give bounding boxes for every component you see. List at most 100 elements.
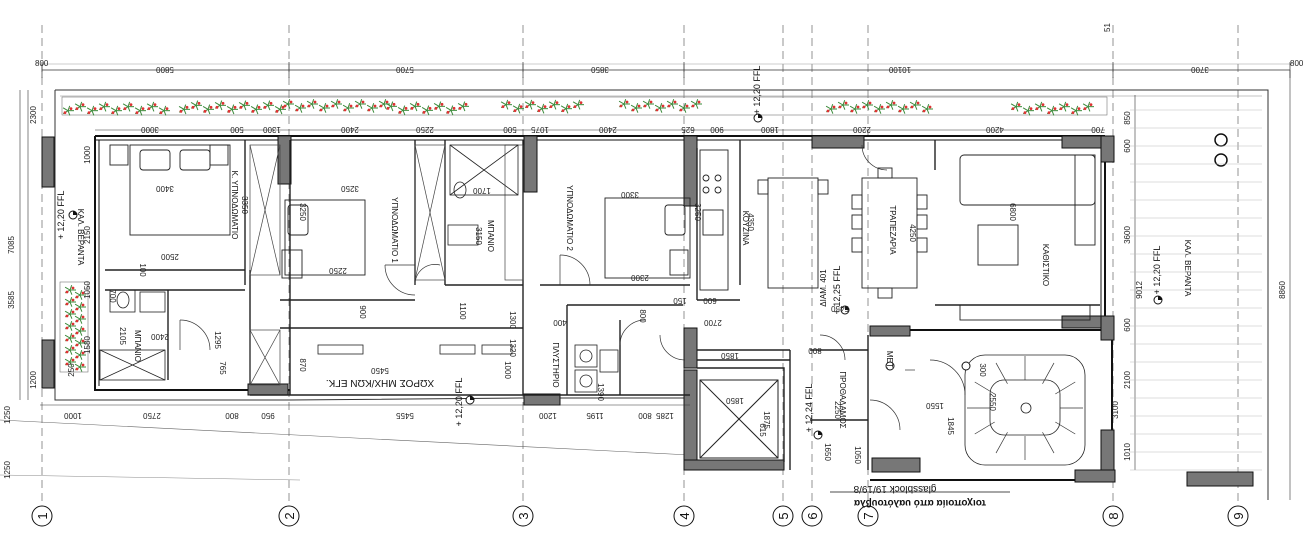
dimension-label: 2250 (833, 401, 842, 419)
plant-icon (74, 338, 86, 348)
note-glassblock: glassblock 19/19/8 (853, 483, 936, 494)
plant-icon (512, 103, 524, 114)
plant-icon (74, 101, 86, 112)
plant-symbols (62, 99, 1094, 372)
plant-icon (134, 105, 146, 116)
bed-1 (281, 199, 366, 279)
plant-icon (678, 103, 690, 113)
plant-icon (909, 100, 921, 110)
label-bath-1-dim: 3150 (474, 227, 483, 245)
axis-bubble-7: 7 (857, 505, 879, 527)
svg-text:2100: 2100 (1123, 371, 1132, 389)
bed-master (109, 144, 231, 236)
dimension-label: 1295 (213, 331, 222, 349)
dimension-label: 3250 (693, 203, 702, 221)
plant-icon (238, 100, 250, 111)
plant-icon (897, 104, 909, 114)
plant-icon (74, 290, 86, 300)
label-kitchen: ΚΟΥΖΙΝΑ (741, 211, 750, 246)
dimension-label: 800 (638, 411, 652, 420)
axis-bubble-5: 5 (772, 505, 794, 527)
dimension-label: 800 (808, 346, 822, 355)
plant-icon (190, 100, 202, 111)
plant-icon (630, 103, 642, 113)
dimension-label: 700 (108, 289, 117, 303)
plant-icon (457, 101, 469, 112)
svg-text:2150: 2150 (83, 226, 92, 244)
dimension-label: 700 (1091, 125, 1105, 134)
dimension-label: 1320 (508, 339, 517, 357)
notes: glassblock 19/19/8 τοιχοποιία από υαλότο… (830, 483, 1010, 508)
svg-text:2: 2 (282, 512, 297, 519)
plant-icon (74, 362, 86, 372)
dimension-label: 1100 (458, 302, 467, 320)
svg-text:7: 7 (861, 512, 876, 519)
dimension-label: 2400 (599, 125, 617, 134)
columns (41, 135, 1254, 487)
dimension-label: 1875 (762, 411, 771, 429)
svg-text:5: 5 (776, 512, 791, 519)
svg-text:1200: 1200 (29, 371, 38, 389)
dimension-label: 2750 (143, 411, 161, 420)
dimension-label: 4350 (746, 213, 755, 231)
plant-icon (825, 104, 837, 114)
dimension-label: 1285 (656, 411, 674, 420)
dimension-label: 3000 (141, 125, 159, 134)
dimension-label: 1075 (531, 125, 549, 134)
svg-text:800: 800 (35, 59, 49, 68)
label-apartment: ΔΙΑΜ. 401 (819, 269, 828, 307)
plant-icon (64, 321, 76, 331)
plant-icon (654, 103, 666, 113)
plant-icon (64, 345, 76, 355)
dimension-label: 100 (138, 263, 147, 277)
dimension-label: 2550 (988, 393, 997, 411)
svg-text:5700: 5700 (396, 65, 414, 74)
svg-text:3850: 3850 (591, 65, 609, 74)
dimension-label: 765 (218, 361, 227, 375)
plant-icon (62, 105, 74, 116)
svg-text:6: 6 (805, 512, 820, 519)
label-living: ΚΑΘΙΣΤΙΚΟ (1041, 244, 1050, 286)
exterior-walls (94, 135, 1113, 481)
svg-text:8860: 8860 (1278, 281, 1287, 299)
plant-icon (110, 105, 122, 116)
svg-text:600: 600 (1123, 318, 1132, 332)
label-lobby: ΠΡΟΘΑΛΑΜΟΣ (838, 371, 847, 428)
plant-icon (1022, 105, 1034, 116)
planter-strip (59, 96, 1108, 373)
dimension-label: 1700 (473, 186, 491, 195)
dimension-label: 3400 (156, 184, 174, 193)
svg-text:1250: 1250 (3, 406, 12, 424)
level-lobby: + 12,24 FFL (804, 384, 814, 433)
dimension-label: 900 (358, 305, 367, 319)
svg-text:3585: 3585 (7, 291, 16, 309)
svg-text:1580: 1580 (83, 336, 92, 354)
plant-icon (560, 103, 572, 114)
plant-icon (64, 297, 76, 307)
dimension-label: 1390 (596, 383, 605, 401)
round-symbols (1214, 133, 1228, 167)
label-master-bedroom: Κ. ΥΠΝΟΔΩΜΑΤΙΟ (230, 171, 239, 240)
dimension-label: 4250 (908, 224, 917, 242)
plant-icon (433, 101, 445, 112)
plant-icon (98, 101, 110, 112)
plant-icon (873, 104, 885, 114)
dimension-label: 2400 (151, 332, 169, 341)
furniture-beds (109, 144, 691, 279)
plant-icon (214, 100, 226, 111)
dimension-label: 2500 (161, 252, 179, 261)
right-dimensions: 850 600 3600 600 2100 3100 1010 9012 886… (1111, 70, 1291, 500)
plant-icon (690, 99, 702, 109)
plant-icon (86, 105, 98, 116)
veranda-grid (1130, 109, 1262, 471)
dimension-label: 1800 (761, 125, 779, 134)
plant-icon (861, 100, 873, 110)
plant-icon (74, 302, 86, 312)
dimension-label: 1200 (539, 411, 557, 420)
label-bath-1: ΜΠΑΝΙΟ (486, 220, 495, 252)
axis-bubble-9: 9 (1227, 505, 1249, 527)
level-texts: + 12,20 FFL + 12,20 FFL + 12,25 FFL + 12… (56, 66, 1162, 433)
